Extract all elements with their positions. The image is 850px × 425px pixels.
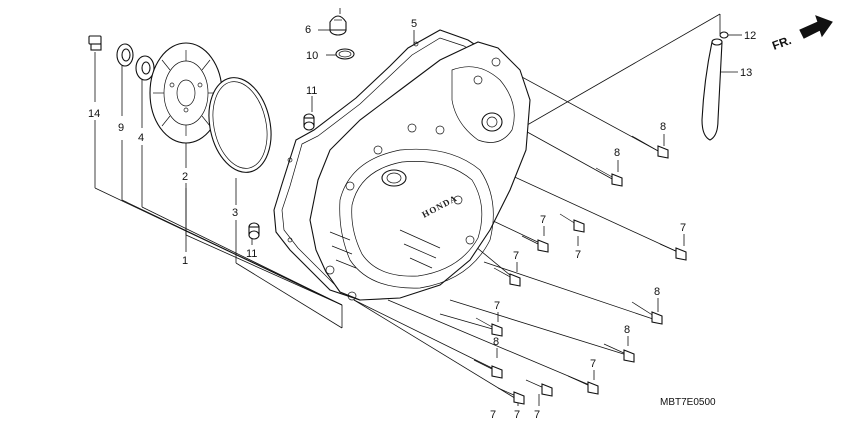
front-direction-arrow: FR. bbox=[770, 15, 833, 53]
callout-8-c: 8 bbox=[654, 286, 660, 298]
part-11-dowel-pin-lower bbox=[248, 222, 260, 240]
callout-4: 4 bbox=[138, 132, 144, 144]
callout-8-d: 8 bbox=[624, 324, 630, 336]
part-8-bolt-b bbox=[595, 167, 623, 187]
part-7-bolt-a bbox=[659, 243, 687, 261]
callout-numbers: 6 10 5 12 13 14 9 4 2 3 1 11 11 8 8 7 7 … bbox=[88, 18, 756, 421]
callout-7-f: 7 bbox=[490, 409, 496, 421]
part-7-bolt-c bbox=[559, 213, 585, 233]
part-8-bolt-d bbox=[603, 343, 635, 363]
callout-12: 12 bbox=[744, 30, 756, 42]
part-14-bolt bbox=[88, 35, 102, 51]
callout-7-c: 7 bbox=[575, 249, 581, 261]
callout-1: 1 bbox=[182, 255, 188, 267]
part-4-bearing bbox=[135, 55, 155, 81]
callout-9: 9 bbox=[118, 122, 124, 134]
part-7-bolt-b bbox=[521, 235, 549, 253]
front-direction-label: FR. bbox=[770, 33, 793, 53]
part-7-bolt-f bbox=[473, 359, 503, 379]
part-9-oil-seal bbox=[116, 43, 134, 67]
callout-8-e: 7 bbox=[590, 358, 596, 370]
diagram-code: MBT7E0500 bbox=[660, 397, 716, 408]
part-6-filler-cap bbox=[329, 15, 347, 36]
callout-5: 5 bbox=[411, 18, 417, 30]
part-7-bolt-h bbox=[525, 379, 553, 397]
callout-7-a: 7 bbox=[680, 222, 686, 234]
callout-8-a: 8 bbox=[660, 121, 666, 133]
callout-8-f: 8 bbox=[493, 336, 499, 348]
callout-11-upper: 11 bbox=[306, 85, 317, 97]
callout-7-h: 7 bbox=[514, 409, 520, 421]
callout-14: 14 bbox=[88, 108, 100, 120]
part-11-dowel-pin-upper bbox=[303, 113, 315, 131]
callout-7-b: 7 bbox=[540, 214, 546, 226]
callout-3: 3 bbox=[232, 207, 238, 219]
callout-2: 2 bbox=[182, 171, 188, 183]
part-8-bolt-e bbox=[567, 375, 599, 395]
part-2-rotor-plate bbox=[149, 42, 223, 144]
part-8-bolt-c bbox=[631, 301, 663, 325]
part-7-bolt-e bbox=[475, 317, 503, 337]
part-7-bolt-d bbox=[493, 267, 521, 287]
callout-10: 10 bbox=[306, 50, 318, 62]
callout-7-d: 7 bbox=[513, 250, 519, 262]
callout-13: 13 bbox=[740, 67, 752, 79]
callout-7-e: 7 bbox=[494, 300, 500, 312]
part-3-o-ring bbox=[208, 77, 272, 173]
callout-8-b: 8 bbox=[614, 147, 620, 159]
part-8-bolt-a bbox=[631, 135, 669, 159]
callout-6: 6 bbox=[305, 24, 311, 36]
part-10-o-ring bbox=[335, 48, 355, 60]
callout-7-g: 7 bbox=[534, 409, 540, 421]
callout-11-lower: 11 bbox=[246, 248, 257, 260]
part-12-hose-clip bbox=[719, 31, 729, 39]
part-7-bolt-g bbox=[497, 387, 525, 405]
part-13-breather-hose bbox=[701, 38, 723, 141]
left-crankcase-cover: HONDA bbox=[309, 41, 531, 301]
